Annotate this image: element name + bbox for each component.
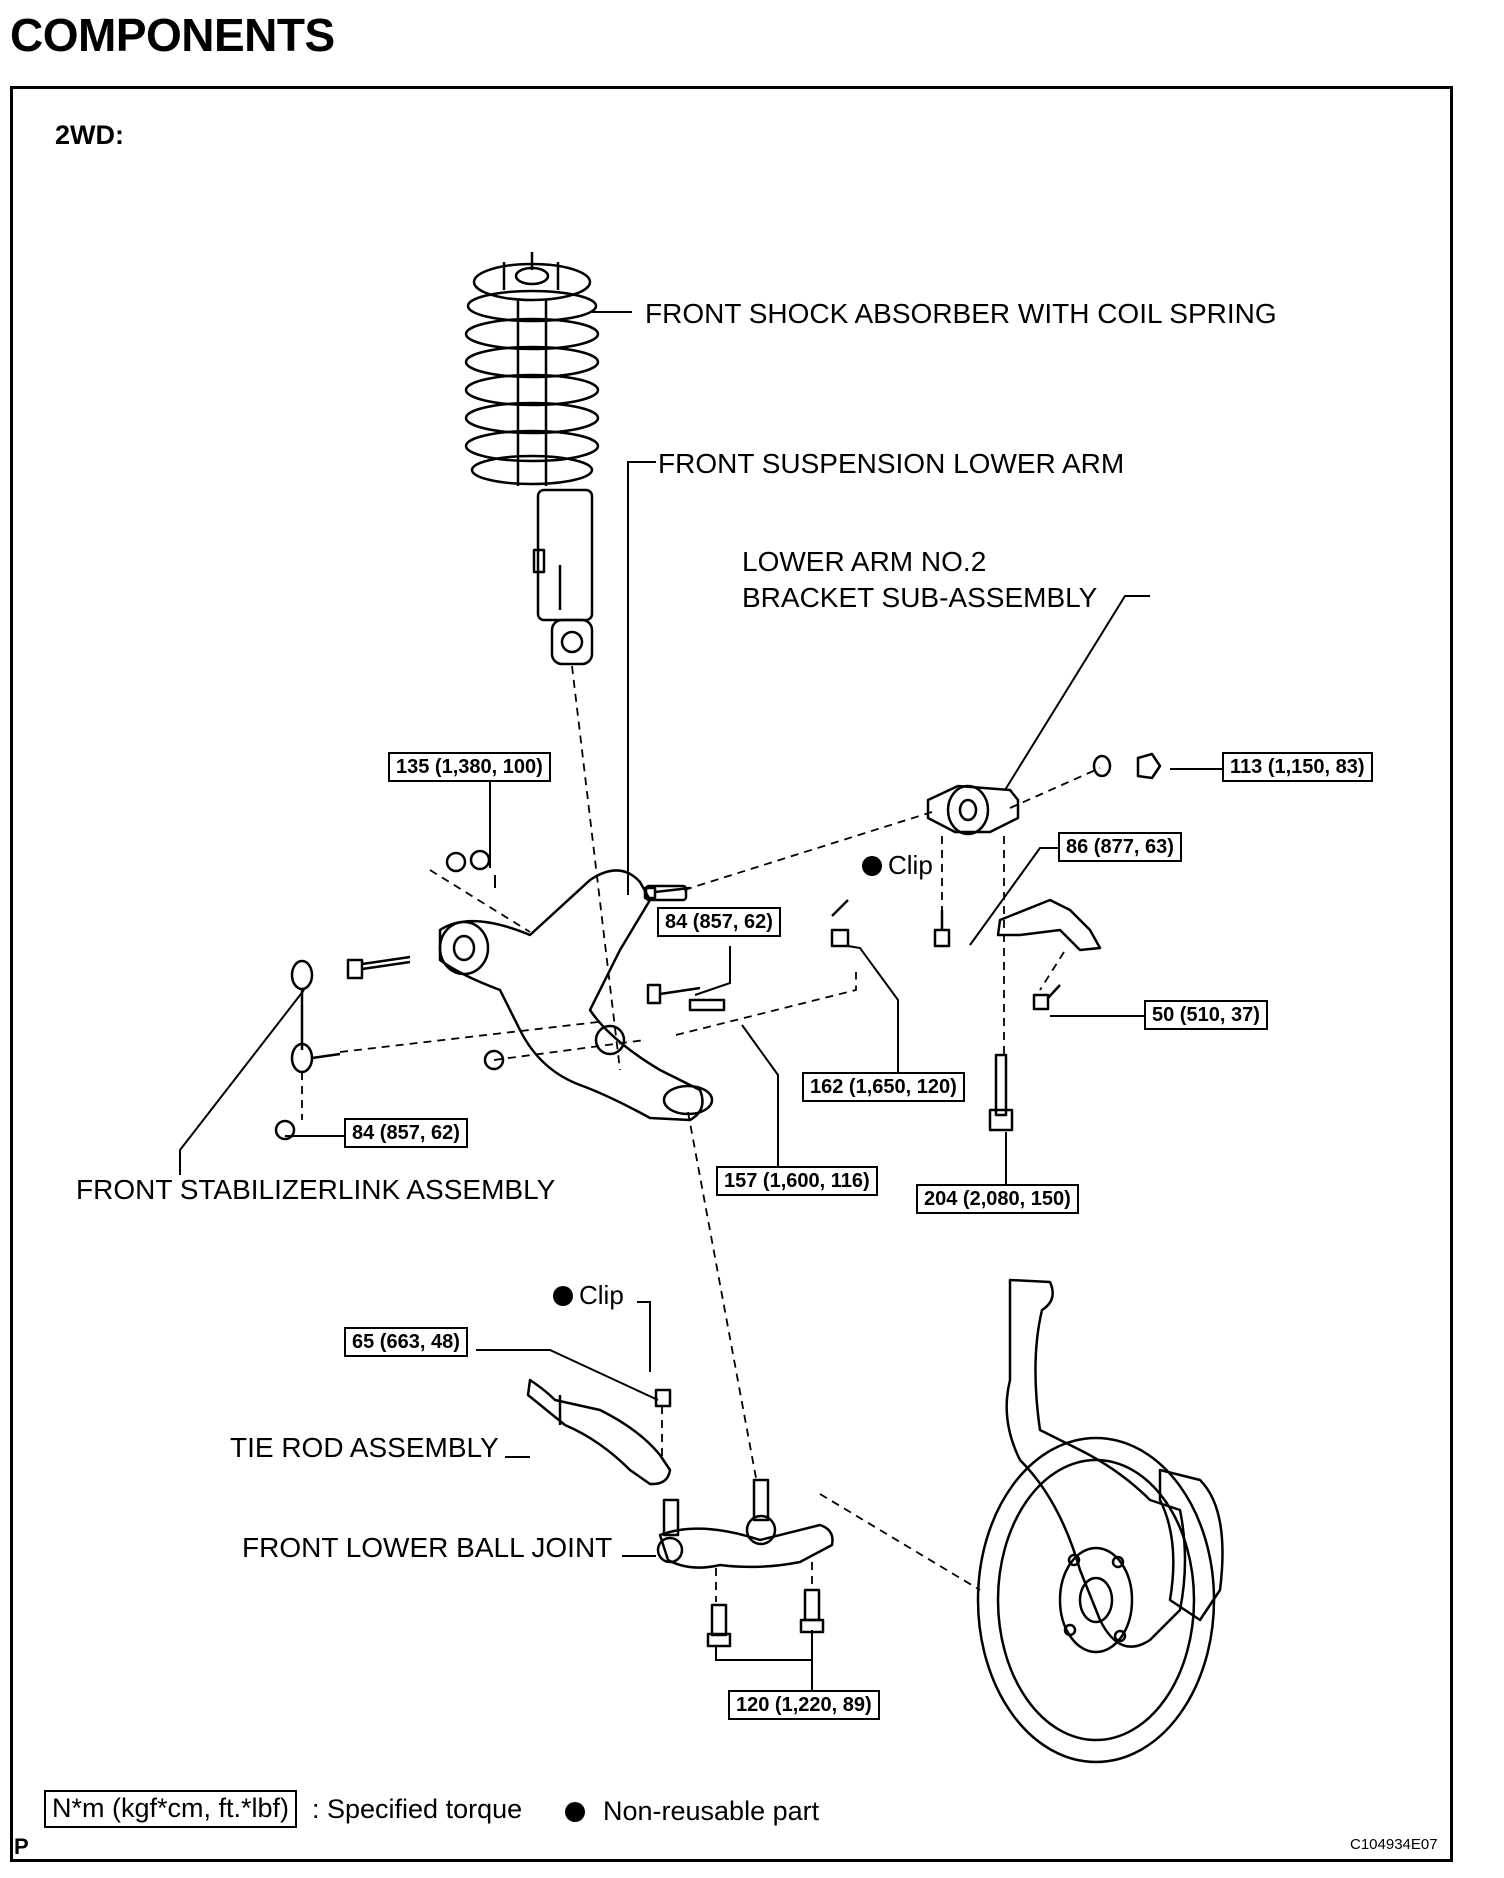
label-bracket-line2: BRACKET SUB-ASSEMBLY — [742, 582, 1098, 613]
torque-spec-135: 135 (1,380, 100) — [388, 752, 551, 782]
legend-non-reusable-text: Non-reusable part — [603, 1796, 820, 1826]
stabilizer-link-drawing — [290, 959, 341, 1074]
torque-spec-113: 113 (1,150, 83) — [1222, 752, 1373, 782]
clip-marker-lower: Clip — [553, 1282, 624, 1308]
leader-lines — [179, 311, 1232, 1694]
torque-spec-86: 86 (877, 63) — [1058, 832, 1182, 862]
clip-label: Clip — [579, 1280, 624, 1310]
variant-label: 2WD: — [55, 120, 124, 150]
tie-rod-drawing — [526, 1378, 672, 1486]
legend-torque-unit: N*m (kgf*cm, ft.*lbf) — [44, 1790, 298, 1828]
non-reusable-dot-icon — [565, 1802, 585, 1822]
torque-spec-50: 50 (510, 37) — [1144, 1000, 1268, 1030]
figure-code: C104934E07 — [1350, 1836, 1438, 1853]
label-bracket-line1: LOWER ARM NO.2 — [742, 546, 987, 577]
legend-non-reusable: Non-reusable part — [565, 1796, 819, 1827]
non-reusable-dot-icon — [862, 856, 882, 876]
dashed-lines — [301, 665, 1101, 1602]
torque-spec-204: 204 (2,080, 150) — [916, 1184, 1079, 1214]
torque-spec-84-lower: 84 (857, 62) — [344, 1118, 468, 1148]
label-lower-arm: FRONT SUSPENSION LOWER ARM — [658, 448, 1125, 479]
corner-mark: P — [14, 1834, 29, 1859]
bracket-drawing — [926, 752, 1162, 952]
diagram-frame — [10, 86, 1453, 1862]
label-shock-absorber: FRONT SHOCK ABSORBER WITH COIL SPRING — [645, 298, 1277, 329]
non-reusable-dot-icon — [553, 1286, 573, 1306]
torque-spec-157: 157 (1,600, 116) — [716, 1166, 878, 1196]
label-stabilizer-link: FRONT STABILIZERLINK ASSEMBLY — [76, 1174, 556, 1205]
clip-label: Clip — [888, 850, 933, 880]
torque-spec-84-upper: 84 (857, 62) — [657, 907, 781, 937]
label-ball-joint: FRONT LOWER BALL JOINT — [242, 1532, 613, 1563]
page-title: COMPONENTS — [10, 9, 335, 61]
shock-absorber-drawing — [464, 252, 600, 666]
torque-spec-65: 65 (663, 48) — [344, 1327, 468, 1357]
torque-spec-162: 162 (1,650, 120) — [802, 1072, 965, 1102]
knuckle-hub-drawing — [976, 1278, 1224, 1764]
legend-torque-desc: : Specified torque — [312, 1794, 523, 1824]
clip-marker-upper: Clip — [862, 852, 933, 878]
ball-joint-drawing — [656, 1478, 834, 1648]
torque-spec-120: 120 (1,220, 89) — [728, 1690, 880, 1720]
bolts-upper — [274, 849, 1061, 1141]
label-tie-rod: TIE ROD ASSEMBLY — [230, 1432, 499, 1463]
